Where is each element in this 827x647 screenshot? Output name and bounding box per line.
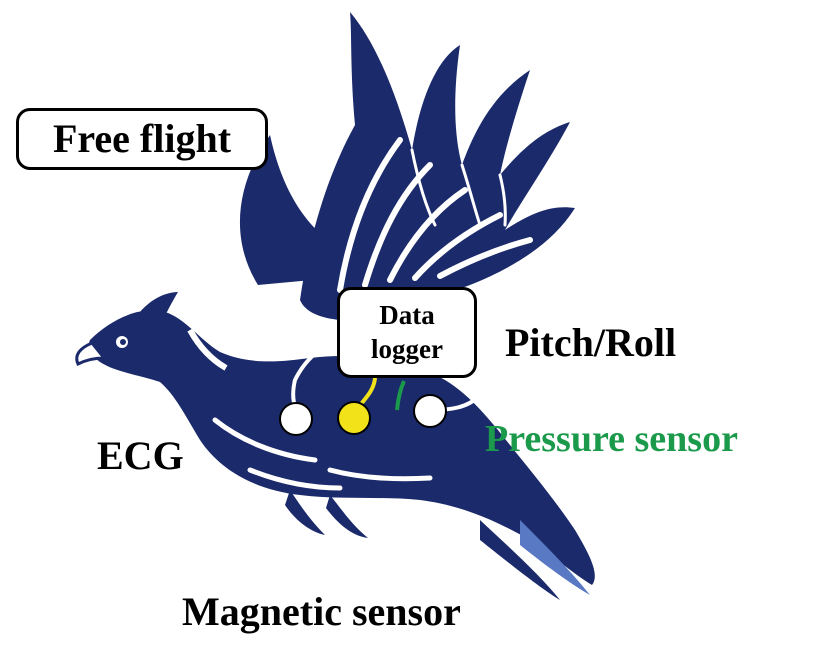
data-logger-label-line1: Data	[379, 299, 435, 330]
pressure-sensor-label: Pressure sensor	[485, 418, 738, 460]
free-flight-label: Free flight	[16, 108, 268, 170]
bird-feet	[285, 490, 368, 538]
pressure-wire	[395, 380, 406, 411]
tail-feathers	[520, 520, 590, 595]
data-logger-box: Data logger	[337, 287, 477, 378]
magnetic-sensor-label: Magnetic sensor	[182, 589, 461, 634]
bird-pupil	[120, 339, 126, 345]
pitch-roll-wire	[431, 313, 496, 412]
body-feather-lines	[212, 417, 433, 491]
pitch-roll-label: Pitch/Roll	[505, 320, 677, 365]
tail-feathers-2	[480, 520, 560, 600]
ecg-sensor	[279, 402, 313, 436]
neck-ring	[187, 328, 228, 371]
bird-body	[88, 310, 595, 585]
bird-crest	[140, 292, 178, 316]
main-wing	[300, 12, 575, 320]
wing-feather-lines	[337, 137, 533, 293]
bird-beak	[75, 341, 108, 367]
pitch-roll-sensor	[413, 394, 447, 428]
ecg-label: ECG	[97, 433, 184, 478]
magnetic-sensor	[337, 401, 371, 435]
ecg-wire	[291, 338, 346, 411]
data-logger-label-line2: logger	[371, 333, 443, 364]
